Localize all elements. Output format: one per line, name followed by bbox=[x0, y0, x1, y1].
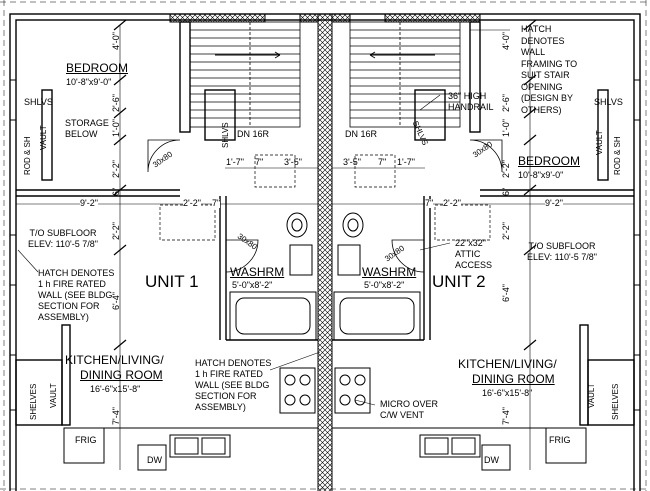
rod-sh-right-label: ROD & SH bbox=[613, 136, 622, 175]
door-swings bbox=[147, 139, 503, 273]
window-top-right bbox=[384, 13, 481, 23]
vault-bottom-right-label: VAULT bbox=[587, 383, 596, 408]
dim-left-2-2-a: 2'-2" bbox=[111, 160, 121, 178]
shelves-stair-left-label: SHLVS bbox=[221, 122, 230, 148]
dim-left-4-0: 4'-0" bbox=[111, 32, 121, 50]
frig-left-label: FRIG bbox=[75, 435, 97, 445]
dim-left-2-2-h: 2'-2" bbox=[183, 198, 201, 208]
washroom-left-size: 5'-0"x8'-2" bbox=[232, 280, 273, 290]
dimension-lines bbox=[16, 25, 634, 470]
dim-right-6: 6" bbox=[501, 187, 511, 196]
kitchen-counters bbox=[63, 427, 587, 471]
note-fire-wall-center: HATCH DENOTES 1 h FIRE RATED WALL (SEE B… bbox=[195, 358, 272, 412]
shelves-top-left-label: SHLVS bbox=[24, 97, 53, 107]
dim-left-7-4: 7'-4" bbox=[111, 407, 121, 425]
unit-1-label: UNIT 1 bbox=[145, 272, 199, 291]
note-subfloor-right: T/O SUBFLOOR ELEV: 110'-5 7/8" bbox=[527, 241, 597, 262]
note-subfloor-left: T/O SUBFLOOR ELEV: 110'-5 7/8" bbox=[28, 228, 98, 249]
dim-right-7-4: 7'-4" bbox=[501, 407, 511, 425]
unit-2-label: UNIT 2 bbox=[432, 272, 486, 291]
bedroom-left-name: BEDROOM bbox=[66, 61, 129, 75]
dw-left-label: DW bbox=[147, 455, 162, 465]
storage-line2: BELOW bbox=[65, 129, 98, 139]
shelves-top-right-label: SHLVS bbox=[594, 97, 623, 107]
note-hatch-stair: HATCH DENOTES WALL FRAMING TO SUIT STAIR… bbox=[521, 24, 578, 115]
dim-left-7-h: 7" bbox=[212, 198, 221, 208]
bedroom-right-name: BEDROOM bbox=[518, 154, 581, 168]
frig-right-label: FRIG bbox=[549, 435, 571, 445]
stair-right bbox=[349, 21, 461, 128]
dim-left-2-6: 2'-6" bbox=[111, 94, 121, 112]
vault-bottom-left-label: VAULT bbox=[49, 383, 58, 408]
bedroom-left-size: 10'-8"x9'-0" bbox=[66, 77, 112, 87]
stoves bbox=[279, 367, 371, 414]
note-micro-vent: MICRO OVER C/W VENT bbox=[380, 399, 439, 420]
stair-left bbox=[189, 21, 301, 128]
note-handrail: 36" HIGH HANDRAIL bbox=[448, 91, 494, 112]
kitchen-right-line2: DINING ROOM bbox=[472, 372, 555, 386]
kitchen-left-line2: DINING ROOM bbox=[80, 368, 163, 382]
washroom-right-name: WASHRM bbox=[362, 265, 417, 279]
dim-right-9-2: 9'-2" bbox=[545, 198, 563, 208]
party-wall-hatch bbox=[317, 13, 333, 491]
vault-top-left-label: VAULT bbox=[39, 125, 48, 150]
dim-right-3-5: 3'-5" bbox=[343, 157, 361, 167]
dim-right-2-2-b: 2'-2" bbox=[501, 222, 511, 240]
kitchen-left-size: 16'-6"x15'-8" bbox=[90, 384, 141, 394]
dim-right-7-h: 7" bbox=[425, 198, 434, 208]
dim-right-4-0: 4'-0" bbox=[501, 32, 511, 50]
bedroom-right-size: 10'-8"x9'-0" bbox=[518, 170, 564, 180]
storage-line1: STORAGE bbox=[65, 118, 109, 128]
dim-left-2-2-b: 2'-2" bbox=[111, 222, 121, 240]
dim-right-7-b: 7" bbox=[378, 157, 387, 167]
shelves-bottom-left-label: SHELVES bbox=[29, 383, 38, 420]
shelves-bottom-right-label: SHELVES bbox=[611, 383, 620, 420]
washroom-left-name: WASHRM bbox=[230, 265, 285, 279]
note-attic-access: 22"x32" ATTIC ACCESS bbox=[455, 238, 493, 270]
vault-top-right-label: VAULT bbox=[595, 130, 604, 155]
dim-left-6-4: 6'-4" bbox=[111, 292, 121, 310]
window-top-mid-right bbox=[331, 13, 351, 23]
dim-right-6-4: 6'-4" bbox=[501, 284, 511, 302]
dim-right-2-2-h: 2'-2" bbox=[443, 198, 461, 208]
dim-left-1-7: 1'-7" bbox=[226, 157, 244, 167]
dim-left-1-0: 1'-0" bbox=[111, 119, 121, 137]
dim-right-1-0: 1'-0" bbox=[501, 119, 511, 137]
dim-left-3-5: 3'-5" bbox=[284, 157, 302, 167]
note-fire-wall-left: HATCH DENOTES 1 h FIRE RATED WALL (SEE B… bbox=[38, 268, 115, 322]
dim-right-1-7: 1'-7" bbox=[397, 157, 415, 167]
dim-left-9-2: 9'-2" bbox=[80, 198, 98, 208]
dim-right-2-2-a: 2'-2" bbox=[501, 160, 511, 178]
bath-fixtures bbox=[229, 212, 421, 341]
dim-right-2-6: 2'-6" bbox=[501, 94, 511, 112]
window-top-left bbox=[169, 13, 266, 23]
stair-dn-right-label: DN 16R bbox=[345, 129, 378, 139]
rod-sh-left-label: ROD & SH bbox=[23, 136, 32, 175]
kitchen-right-size: 16'-6"x15'-8" bbox=[482, 388, 533, 398]
dw-right-label: DW bbox=[484, 455, 499, 465]
dim-left-7-b: 7" bbox=[255, 157, 264, 167]
leader-lines bbox=[17, 29, 510, 406]
kitchen-left-line1: KITCHEN/LIVING/ bbox=[65, 353, 164, 367]
window-top-mid-left bbox=[299, 13, 319, 23]
stair-dn-left-label: DN 16R bbox=[237, 129, 270, 139]
kitchen-right-line1: KITCHEN/LIVING/ bbox=[458, 357, 557, 371]
washroom-right-size: 5'-0"x8'-2" bbox=[364, 280, 405, 290]
dim-left-6: 6" bbox=[111, 187, 121, 196]
